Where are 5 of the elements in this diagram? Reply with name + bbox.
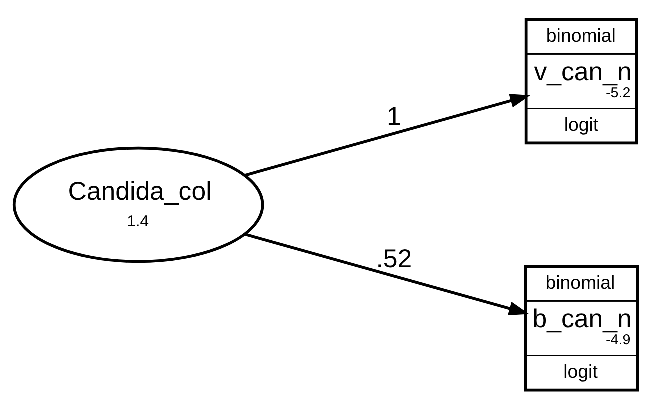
- edge-label: .52: [376, 245, 412, 274]
- node-ellipse: Candida_col 1.4: [12, 146, 264, 264]
- arrow: [244, 94, 530, 177]
- edge-label: 1: [387, 103, 402, 132]
- arrow: [244, 233, 530, 316]
